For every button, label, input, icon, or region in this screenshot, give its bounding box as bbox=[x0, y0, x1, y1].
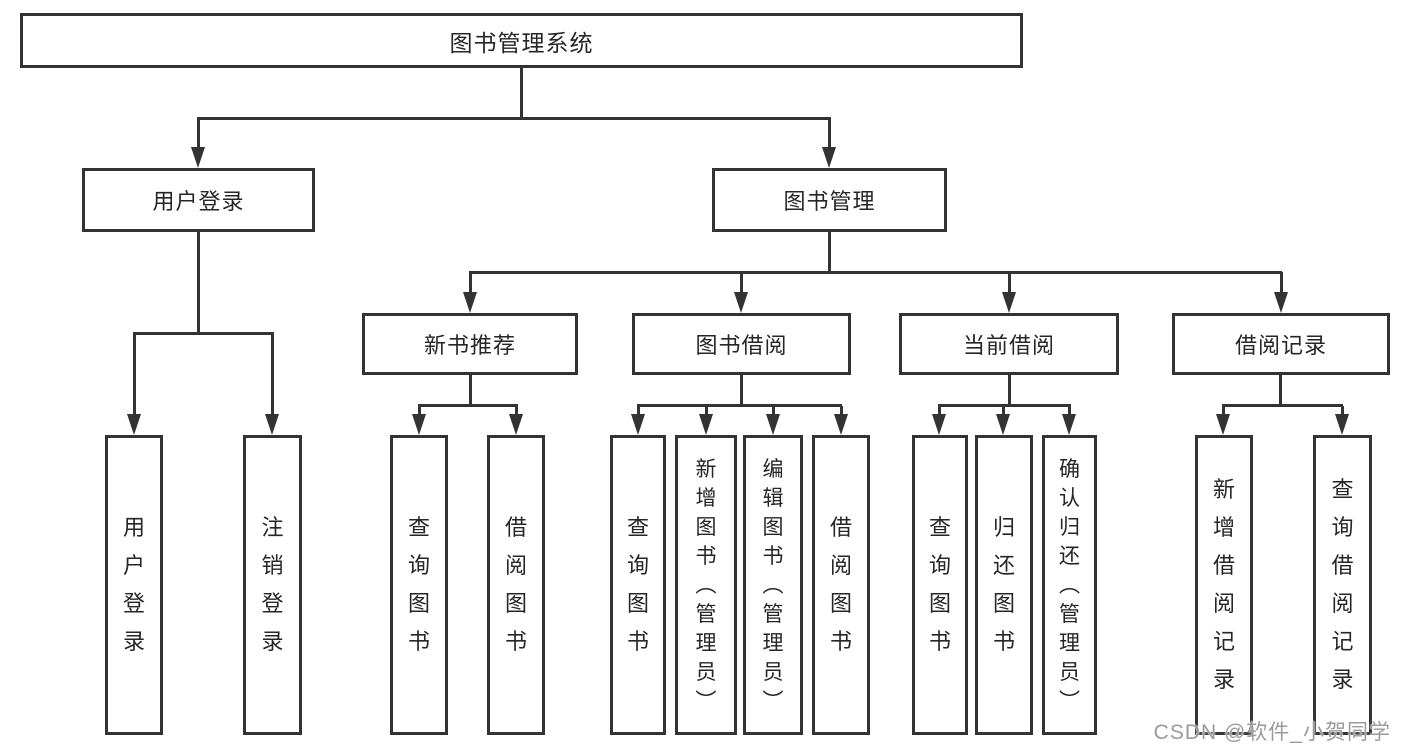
arrowhead-icon bbox=[734, 292, 748, 313]
arrowhead-icon bbox=[1335, 414, 1349, 435]
leaf-query-books-recommend: 查询图书 bbox=[390, 435, 448, 735]
arrowhead-icon bbox=[1216, 414, 1230, 435]
connector-hline bbox=[418, 404, 518, 407]
arrowhead-icon bbox=[699, 414, 713, 435]
node-book-management-label: 图书管理 bbox=[783, 189, 876, 214]
connector-vline bbox=[772, 406, 775, 418]
connector-vline bbox=[197, 232, 200, 335]
connector-hline bbox=[1222, 404, 1343, 407]
connector-vline bbox=[740, 375, 743, 407]
arrowhead-icon bbox=[834, 414, 848, 435]
connector-vline bbox=[469, 375, 472, 407]
connector-vline bbox=[705, 406, 708, 418]
connector-vline bbox=[1222, 406, 1225, 418]
connector-vline bbox=[520, 68, 523, 120]
arrowhead-icon bbox=[463, 292, 477, 313]
node-root: 图书管理系统 bbox=[20, 13, 1023, 68]
connector-vline bbox=[637, 406, 640, 418]
connector-vline bbox=[197, 119, 200, 150]
connector-vline bbox=[1341, 406, 1344, 418]
leaf-borrow-books-recommend: 借阅图书 bbox=[487, 435, 545, 735]
arrowhead-icon bbox=[265, 414, 279, 435]
arrowhead-icon bbox=[822, 147, 836, 168]
leaf-query-books-borrow: 查询图书 bbox=[610, 435, 666, 735]
connector-vline bbox=[1280, 272, 1283, 294]
node-root-label: 图书管理系统 bbox=[449, 29, 594, 56]
leaf-add-borrow-record: 新增借阅记录 bbox=[1195, 435, 1253, 735]
arrowhead-icon bbox=[932, 414, 946, 435]
node-new-book-recommend-label: 新书推荐 bbox=[423, 333, 516, 358]
arrowhead-icon bbox=[1062, 414, 1076, 435]
node-user-login-label: 用户登录 bbox=[152, 189, 245, 214]
connector-vline bbox=[133, 333, 136, 416]
arrowhead-icon bbox=[509, 414, 523, 435]
leaf-borrow-books: 借阅图书 bbox=[812, 435, 870, 735]
leaf-edit-books-admin: 编辑图书︵管理员︶ bbox=[743, 435, 803, 735]
leaf-confirm-return-admin: 确认归还︵管理员︶ bbox=[1042, 435, 1097, 735]
node-current-borrow-label: 当前借阅 bbox=[962, 333, 1055, 358]
connector-vline bbox=[840, 406, 843, 418]
connector-hline bbox=[197, 117, 831, 120]
node-borrow-records: 借阅记录 bbox=[1172, 313, 1390, 375]
node-user-login: 用户登录 bbox=[82, 168, 315, 232]
connector-hline bbox=[938, 404, 1071, 407]
connector-vline bbox=[515, 406, 518, 418]
connector-vline bbox=[1002, 406, 1005, 418]
arrowhead-icon bbox=[412, 414, 426, 435]
csdn-watermark: CSDN @软件_小贺同学 bbox=[1153, 721, 1391, 744]
leaf-user-login: 用户登录 bbox=[105, 435, 163, 735]
connector-hline bbox=[469, 271, 1282, 274]
arrowhead-icon bbox=[996, 414, 1010, 435]
leaf-logout: 注销登录 bbox=[243, 435, 302, 735]
connector-vline bbox=[418, 406, 421, 418]
arrowhead-icon bbox=[127, 414, 141, 435]
arrowhead-icon bbox=[1274, 292, 1288, 313]
node-book-management: 图书管理 bbox=[712, 168, 947, 232]
leaf-query-borrow-record: 查询借阅记录 bbox=[1313, 435, 1372, 735]
node-book-borrow: 图书借阅 bbox=[632, 313, 851, 375]
connector-vline bbox=[1008, 375, 1011, 407]
connector-vline bbox=[828, 232, 831, 274]
connector-hline bbox=[133, 332, 274, 335]
connector-vline bbox=[469, 272, 472, 294]
arrowhead-icon bbox=[1002, 292, 1016, 313]
node-borrow-records-label: 借阅记录 bbox=[1234, 333, 1327, 358]
connector-vline bbox=[1008, 272, 1011, 294]
connector-vline bbox=[740, 272, 743, 294]
node-current-borrow: 当前借阅 bbox=[899, 313, 1119, 375]
arrowhead-icon bbox=[631, 414, 645, 435]
connector-vline bbox=[1279, 375, 1282, 407]
arrowhead-icon bbox=[766, 414, 780, 435]
leaf-query-books-current: 查询图书 bbox=[912, 435, 968, 735]
connector-hline bbox=[637, 404, 842, 407]
connector-vline bbox=[1068, 406, 1071, 418]
node-book-borrow-label: 图书借阅 bbox=[695, 333, 788, 358]
leaf-return-books: 归还图书 bbox=[975, 435, 1033, 735]
connector-vline bbox=[828, 119, 831, 150]
arrowhead-icon bbox=[191, 147, 205, 168]
connector-vline bbox=[271, 333, 274, 416]
connector-vline bbox=[938, 406, 941, 418]
leaf-add-books-admin: 新增图书︵管理员︶ bbox=[675, 435, 737, 735]
node-new-book-recommend: 新书推荐 bbox=[362, 313, 578, 375]
